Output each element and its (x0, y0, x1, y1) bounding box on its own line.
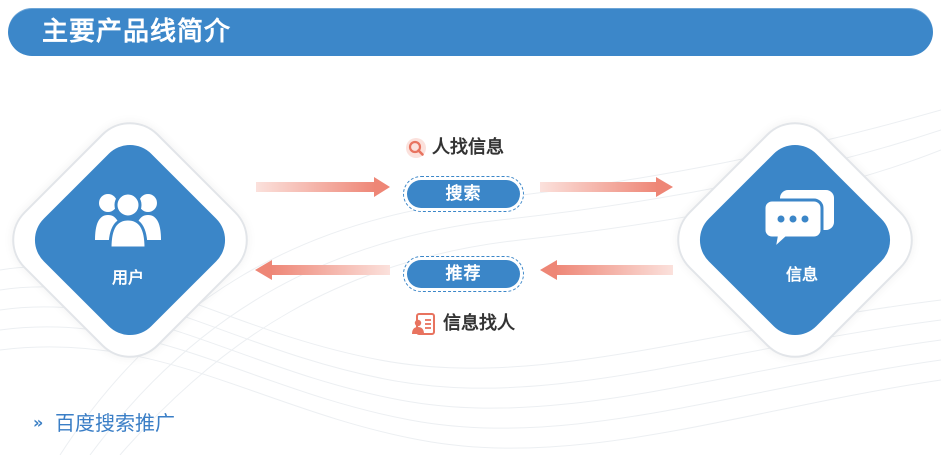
recommend-pill-label: 推荐 (407, 260, 520, 288)
footer-product-name: 百度搜索推广 (55, 411, 175, 435)
arrow-user-to-search (256, 177, 390, 197)
bottom-caption: 信息找人 (443, 313, 515, 334)
search-pill: 搜索 (403, 176, 524, 212)
arrow-info-to-recommend (540, 260, 673, 280)
users-icon (95, 191, 161, 248)
chat-bubbles-icon (764, 190, 834, 250)
header-banner: 主要产品线简介 (8, 8, 933, 56)
page-title: 主要产品线简介 (42, 17, 232, 47)
arrow-search-to-info (540, 177, 673, 197)
right-node-label: 信息 (785, 265, 818, 284)
search-target-icon (406, 138, 426, 158)
top-caption: 人找信息 (432, 137, 504, 158)
left-node-label: 用户 (111, 268, 144, 287)
person-document-icon (412, 313, 435, 335)
search-pill-label: 搜索 (407, 180, 520, 208)
arrow-recommend-to-user (255, 260, 390, 280)
double-chevron-right-icon: » (33, 413, 44, 432)
recommend-pill: 推荐 (403, 256, 524, 292)
